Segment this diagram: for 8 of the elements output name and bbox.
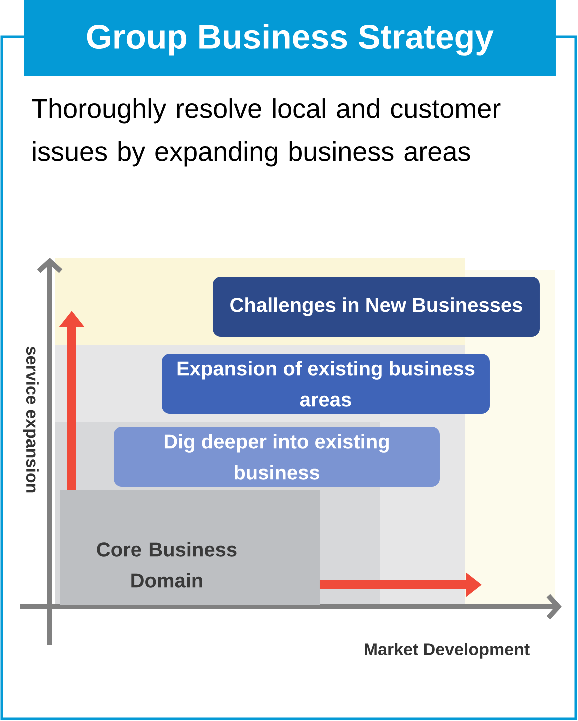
axis-label: service expansion <box>23 346 39 493</box>
title-banner: Group Business Strategy <box>24 0 556 76</box>
subtitle: Thoroughly resolve local and customer issues by expanding business areas <box>32 98 501 167</box>
strategy-box: Expansion of existing business areas <box>162 354 490 414</box>
strategy-box: Challenges in New Businesses <box>213 277 540 337</box>
strategy-box: Dig deeper into existing business <box>114 427 440 487</box>
core-domain-box: Core Business Domain <box>60 490 320 605</box>
axis-label: Market Development <box>365 643 530 659</box>
